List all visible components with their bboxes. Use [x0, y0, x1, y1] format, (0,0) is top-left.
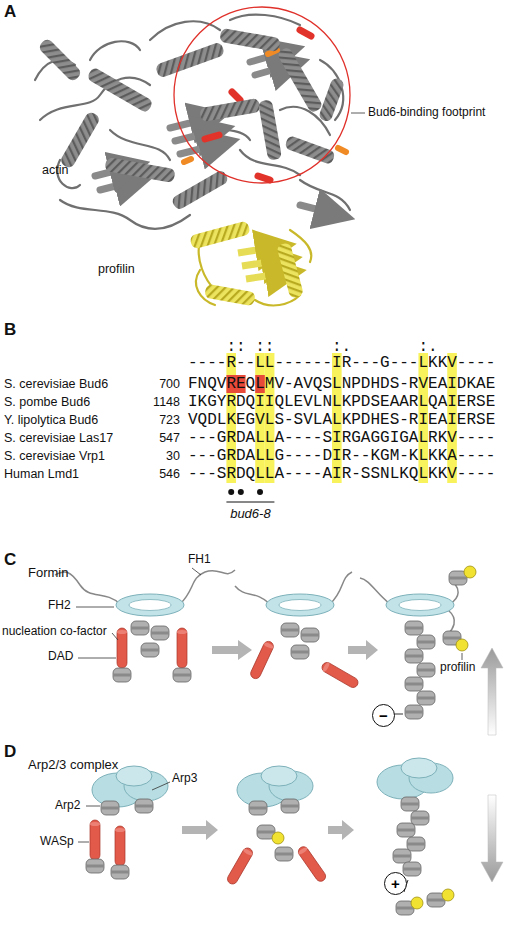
part-label: Arp2: [55, 799, 80, 813]
sequence-row: ---GRDALLG----DIR--KGM-KLKKA----: [188, 447, 495, 465]
sequence-row: ---SRDQLLA----AIR-SSNLKQLKKV----: [188, 465, 495, 483]
panel-title: Formin: [28, 566, 68, 581]
part-label: Arp3: [172, 772, 197, 786]
panel-letter: B: [4, 320, 16, 340]
sequence-row: ---GRDALLA----SIRGAGGIGALRKV----: [188, 429, 495, 447]
residue-number: 700: [159, 377, 180, 391]
residue-number: 723: [159, 413, 180, 427]
species-name: Human Lmd1: [4, 467, 79, 481]
panel-letter: C: [4, 550, 16, 570]
end-sign: +: [391, 876, 400, 891]
conservation-mark: ::: [255, 338, 274, 356]
structure-label: actin: [42, 163, 68, 177]
panel-letter: A: [4, 2, 16, 22]
end-marker-circle: +: [384, 872, 407, 895]
allele-bracket: [226, 502, 274, 503]
part-label: profilin: [440, 661, 475, 675]
region-label: Bud6-binding footprint: [368, 106, 485, 120]
conservation-mark: :.: [332, 338, 351, 356]
part-label: FH1: [188, 553, 211, 567]
part-label: DAD: [48, 650, 73, 664]
mutation-dot: [238, 489, 244, 495]
mutation-dot: [257, 489, 263, 495]
conservation-mark: ::: [226, 338, 245, 356]
species-name: Y. lipolytica Bud6: [4, 413, 98, 427]
part-label: FH2: [48, 599, 71, 613]
sequence-row: IKGYRDQIIQLEVLNLKPDSEAARLQAIERSE: [188, 393, 495, 411]
species-name: S. cerevisiae Bud6: [4, 377, 108, 391]
panel-title: Arp2/3 complex: [28, 758, 118, 773]
conservation-mark: :.: [418, 338, 437, 356]
mutation-dot: [228, 489, 234, 495]
sequence-row: FNQVREQLMV-AVQSLNPDHDS-RVEAIDKAE: [188, 375, 495, 393]
part-label: nucleation co-factor: [2, 625, 107, 639]
residue-number: 30: [166, 449, 180, 463]
species-name: S. cerevisiae Vrp1: [4, 449, 105, 463]
structure-label: profilin: [98, 262, 135, 276]
species-name: S. pombe Bud6: [4, 395, 90, 409]
end-sign: −: [379, 708, 388, 723]
allele-name: bud6-8: [230, 507, 270, 522]
end-marker-circle: −: [372, 704, 395, 727]
species-name: S. cerevisiae Las17: [4, 431, 113, 445]
residue-number: 1148: [153, 395, 180, 409]
sequence-row: VQDLKEGVLS-SVLALKPDHES-RIEAIERSE: [188, 411, 495, 429]
consensus-sequence: ----R--LL------IR---G---LKKV----: [188, 354, 495, 372]
panel-letter: D: [4, 742, 16, 762]
residue-number: 546: [159, 467, 180, 481]
part-label: WASp: [40, 835, 74, 849]
residue-number: 547: [159, 431, 180, 445]
